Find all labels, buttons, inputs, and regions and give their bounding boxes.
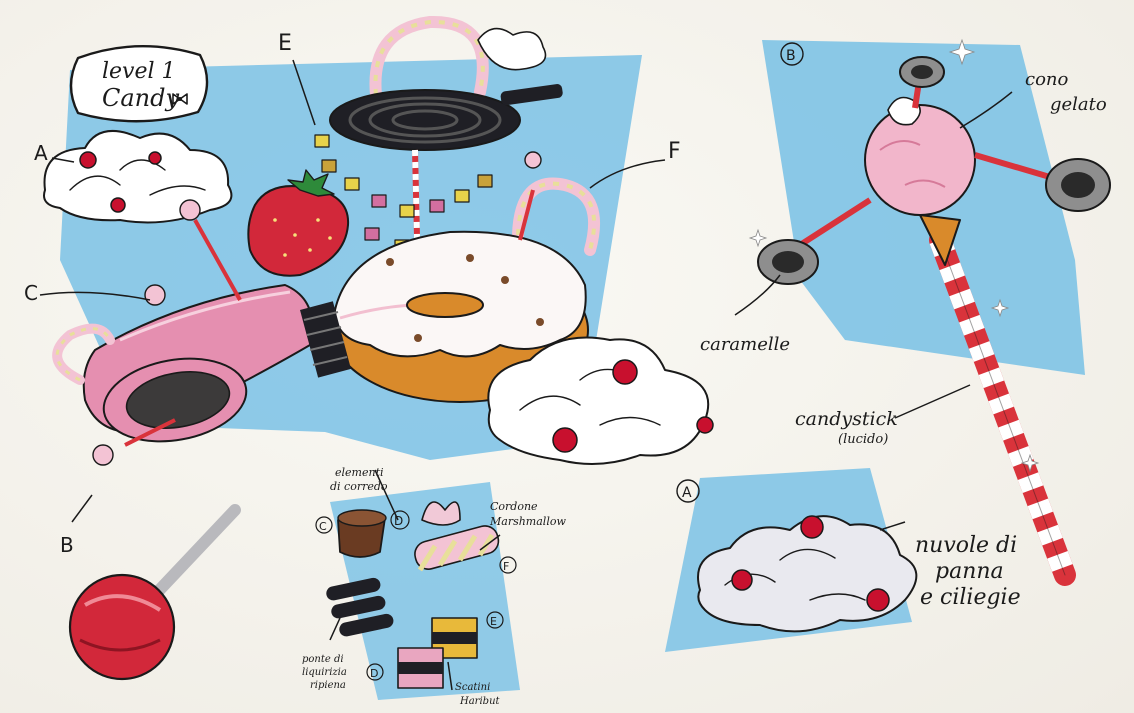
whipped-cream-icon [487, 336, 714, 465]
note-elementi-1: elementi [335, 466, 384, 479]
label-A: A [34, 141, 48, 165]
circle-label-F: F [499, 556, 517, 574]
svg-text:C: C [319, 520, 327, 533]
cherry-icon [552, 427, 578, 453]
note-candystick-1: candystick [795, 408, 898, 430]
label-C: C [24, 281, 38, 305]
note-cordone-1: Cordone [490, 500, 538, 513]
licorice-rolls [326, 577, 394, 637]
note-scatini-1: Scatini [455, 682, 490, 693]
note-scatini-2: Haribut [459, 696, 501, 707]
svg-text:B: B [786, 48, 796, 64]
note-nuvole-2: panna [935, 559, 1004, 584]
note-cono-1: cono [1025, 69, 1069, 90]
whipped-cream-icon [697, 515, 918, 633]
svg-text:A: A [682, 485, 692, 501]
circle-label-E: E [486, 611, 504, 629]
lollipop-icon [68, 504, 241, 681]
note-cono-2: gelato [1050, 94, 1107, 115]
circle-label-A: A [676, 479, 700, 503]
candy-tube [52, 199, 314, 466]
circle-label-C: C [315, 516, 333, 534]
strawberry-icon [247, 169, 350, 277]
svg-text:D: D [394, 514, 403, 528]
note-caramelle: caramelle [700, 334, 790, 355]
label-F: F [668, 139, 681, 164]
cherry-icon [612, 359, 638, 385]
cherry-icon [800, 515, 824, 539]
sparkle-icon [748, 38, 1040, 473]
note-ponte-2: liquirizia [302, 667, 347, 678]
circle-label-D-bottom: D [366, 663, 384, 681]
note-ponte-3: ripiena [310, 680, 346, 691]
cherry-icon [110, 197, 126, 213]
ice-cream-cone [757, 56, 1111, 285]
label-B: B [60, 533, 74, 557]
circle-label-D-top: D [390, 510, 410, 530]
candystick [929, 229, 1076, 586]
cherry-icon [79, 151, 97, 169]
note-nuvole-3: e ciliegie [920, 585, 1021, 610]
svg-text:F: F [503, 560, 509, 573]
note-nuvole-1: nuvole di [915, 533, 1017, 558]
cherry-icon [866, 588, 890, 612]
chocolate-bonbon [337, 509, 387, 558]
meringue [421, 501, 461, 526]
marshmallow-rope [414, 525, 500, 572]
cherry-icon [148, 151, 162, 165]
licorice-bridge [300, 301, 351, 378]
bow-icon [172, 93, 188, 105]
whipped-cream-icon [43, 130, 233, 224]
note-candystick-2: (lucido) [838, 432, 888, 447]
label-E: E [278, 31, 292, 56]
note-elementi-2: di corredo [330, 480, 388, 493]
candy-cubes-pair [397, 617, 478, 689]
note-ponte-1: ponte di [302, 654, 344, 665]
title-badge: level 1 Candy [69, 45, 209, 123]
title-line-1: level 1 [102, 59, 176, 84]
svg-text:E: E [490, 615, 497, 628]
title-line-2: Candy [102, 84, 179, 112]
leader-lines [39, 59, 1013, 691]
svg-text:D: D [370, 667, 378, 680]
cherry-icon [696, 416, 714, 434]
cherry-icon [731, 569, 753, 591]
circle-label-B: B [780, 42, 804, 66]
note-cordone-2: Marshmallow [489, 515, 566, 528]
